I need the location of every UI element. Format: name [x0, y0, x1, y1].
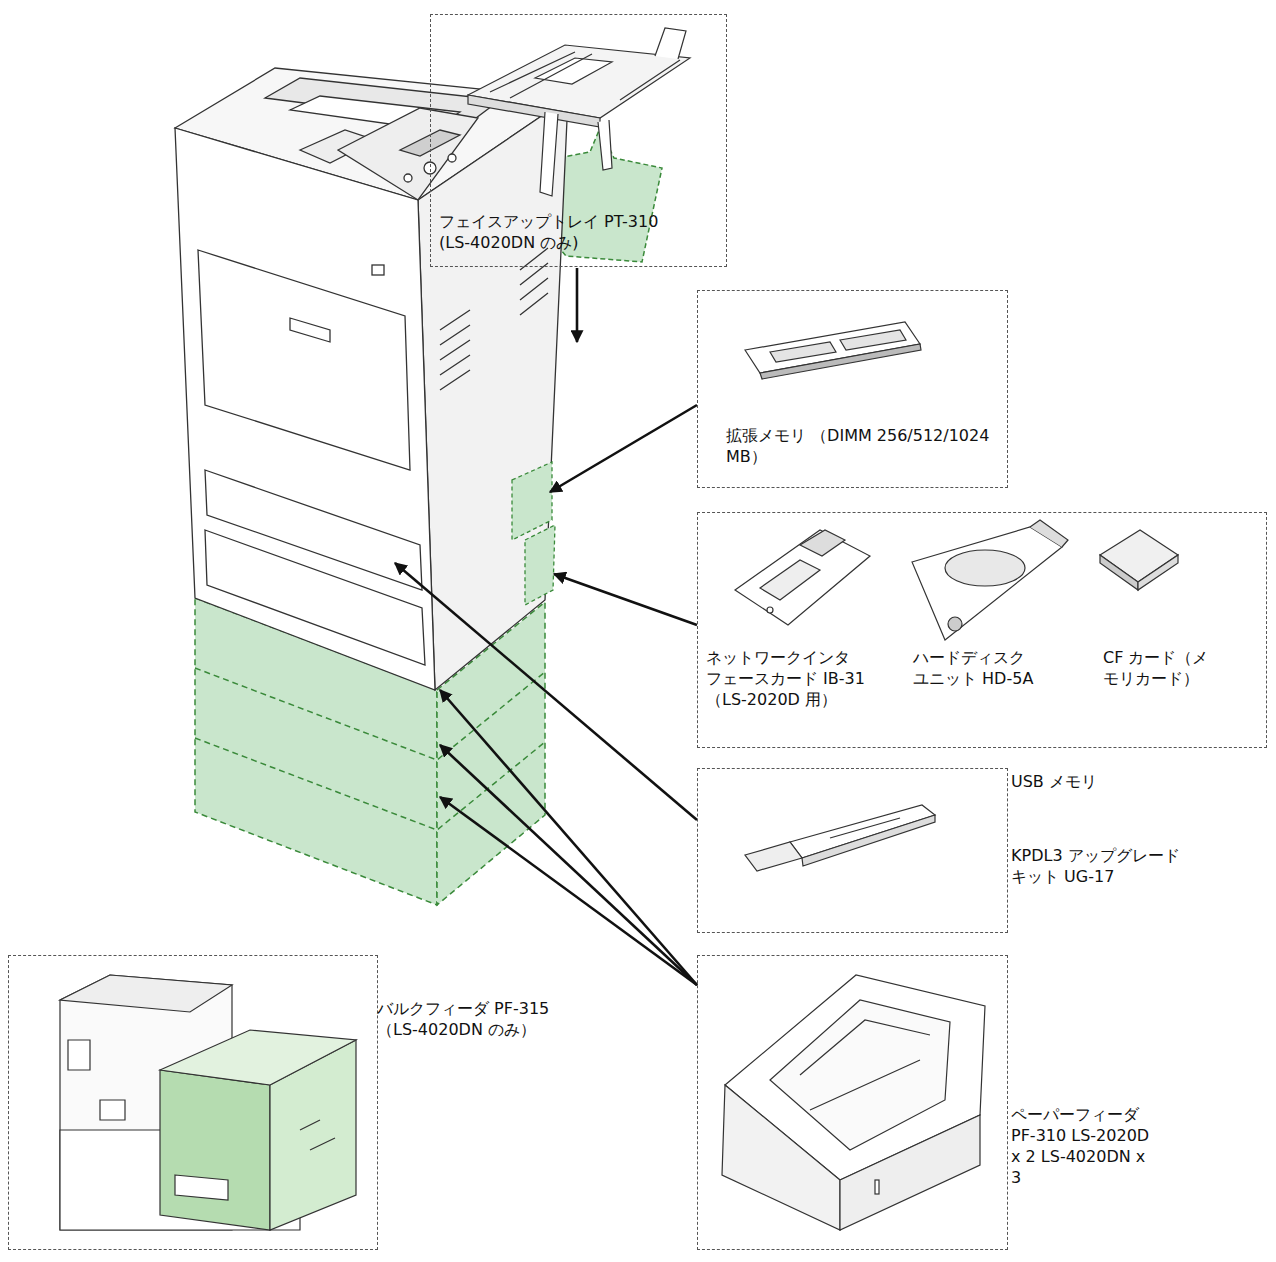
port-placement-part [525, 525, 555, 605]
leader-arrow-part [440, 745, 697, 985]
leader-arrow-part [440, 797, 697, 985]
feeder-illustration [722, 975, 985, 1230]
printer-illustration-part [290, 318, 330, 342]
hdd-illustration-part [945, 550, 1025, 586]
card-illustration-part [800, 530, 845, 556]
card-illustration-part [760, 560, 820, 600]
cf-illustration-part [1100, 530, 1178, 582]
option-label: フェイスアップトレイ PT-310 (LS-4020DN のみ) [439, 211, 689, 253]
bulk-feeder-illustration-part [175, 1175, 228, 1200]
leader-arrow-part [550, 405, 697, 492]
option-box: フェイスアップトレイ PT-310 (LS-4020DN のみ) [430, 14, 727, 267]
printer-illustration-part [520, 248, 548, 315]
dimm-illustration-part [760, 344, 921, 379]
printer-illustration-part [338, 108, 478, 200]
option-box: バルクフィーダ PF-315 （LS-4020DN のみ） [8, 955, 378, 1250]
card-illustration-part [735, 530, 870, 625]
card-illustration-part [767, 607, 773, 613]
leader-arrow-part [576, 268, 579, 342]
usb-illustration-part [830, 818, 900, 838]
usb-illustration-part [802, 815, 935, 866]
option-label: ネットワークインタ フェースカード IB-31 （LS-2020D 用） [706, 647, 866, 710]
leader-arrow [395, 268, 697, 985]
printer-illustration-part [448, 154, 456, 162]
tray-illustration-part [540, 112, 558, 196]
port-placement-part [512, 462, 552, 540]
tray-illustration [468, 28, 690, 196]
port-placement [512, 462, 555, 605]
usb-illustration-part [745, 842, 802, 871]
option-box: ペーパーフィーダ PF-310 LS-2020D x 2 LS-4020DN x… [697, 955, 1008, 1250]
option-label: CF カード（メ モリカード） [1103, 647, 1253, 689]
option-box: ネットワークインタ フェースカード IB-31 （LS-2020D 用） ハードデ… [697, 512, 1267, 748]
printer-illustration-part [205, 530, 425, 665]
bulk-feeder-illustration-part [300, 1120, 335, 1150]
feeder-illustration-part [770, 1000, 950, 1150]
leader-arrow-part [440, 690, 697, 985]
printer-illustration-part [198, 250, 410, 470]
option-box: 拡張メモリ （DIMM 256/512/1024 MB） [697, 290, 1008, 488]
bulk-feeder-illustration-part [60, 975, 232, 1012]
cf-illustration [1100, 530, 1178, 590]
usb-illustration [745, 805, 935, 871]
feeder-placement-part [195, 668, 545, 760]
tray-illustration-part [655, 28, 686, 59]
dimm-illustration [745, 322, 921, 379]
tray-illustration-part [535, 58, 612, 84]
option-label: ペーパーフィーダ PF-310 LS-2020D x 2 LS-4020DN x… [1011, 1104, 1151, 1188]
option-box: USB メモリKPDL3 アップグレード キット UG-17 [697, 768, 1008, 933]
option-label: KPDL3 アップグレード キット UG-17 [1011, 845, 1201, 887]
feeder-illustration-part [875, 1180, 879, 1194]
printer-illustration-part [372, 265, 384, 275]
hdd-illustration-part [948, 617, 962, 631]
option-label: バルクフィーダ PF-315 （LS-4020DN のみ） [377, 998, 572, 1040]
printer-illustration-part [404, 174, 412, 182]
cf-illustration-part [1138, 555, 1178, 590]
usb-illustration-part [790, 805, 935, 858]
cf-illustration-part [1100, 555, 1138, 590]
bulk-feeder-illustration [60, 975, 356, 1230]
hdd-illustration-part [1030, 520, 1068, 547]
option-label: ハードディスク ユニット HD-5A [913, 647, 1048, 689]
hdd-illustration-part [912, 527, 1062, 640]
printer-illustration-part [440, 310, 470, 390]
option-label: USB メモリ [1011, 771, 1211, 792]
tray-illustration-part [598, 120, 612, 170]
dimm-illustration-part [770, 342, 836, 362]
option-label: 拡張メモリ （DIMM 256/512/1024 MB） [726, 425, 991, 467]
dimm-illustration-part [840, 330, 906, 350]
leader-arrow-part [554, 574, 697, 625]
bulk-feeder-illustration-part [160, 1070, 270, 1230]
hdd-illustration [912, 520, 1068, 640]
tray-illustration-part [468, 95, 600, 127]
tray-illustration-part [490, 52, 680, 100]
bulk-feeder-illustration-part [68, 1040, 125, 1120]
printer-illustration [175, 68, 568, 690]
feeder-illustration-part [800, 1020, 930, 1110]
card-illustration [735, 530, 870, 625]
bulk-feeder-illustration-part [160, 1030, 356, 1085]
printer-illustration-part [175, 128, 435, 690]
